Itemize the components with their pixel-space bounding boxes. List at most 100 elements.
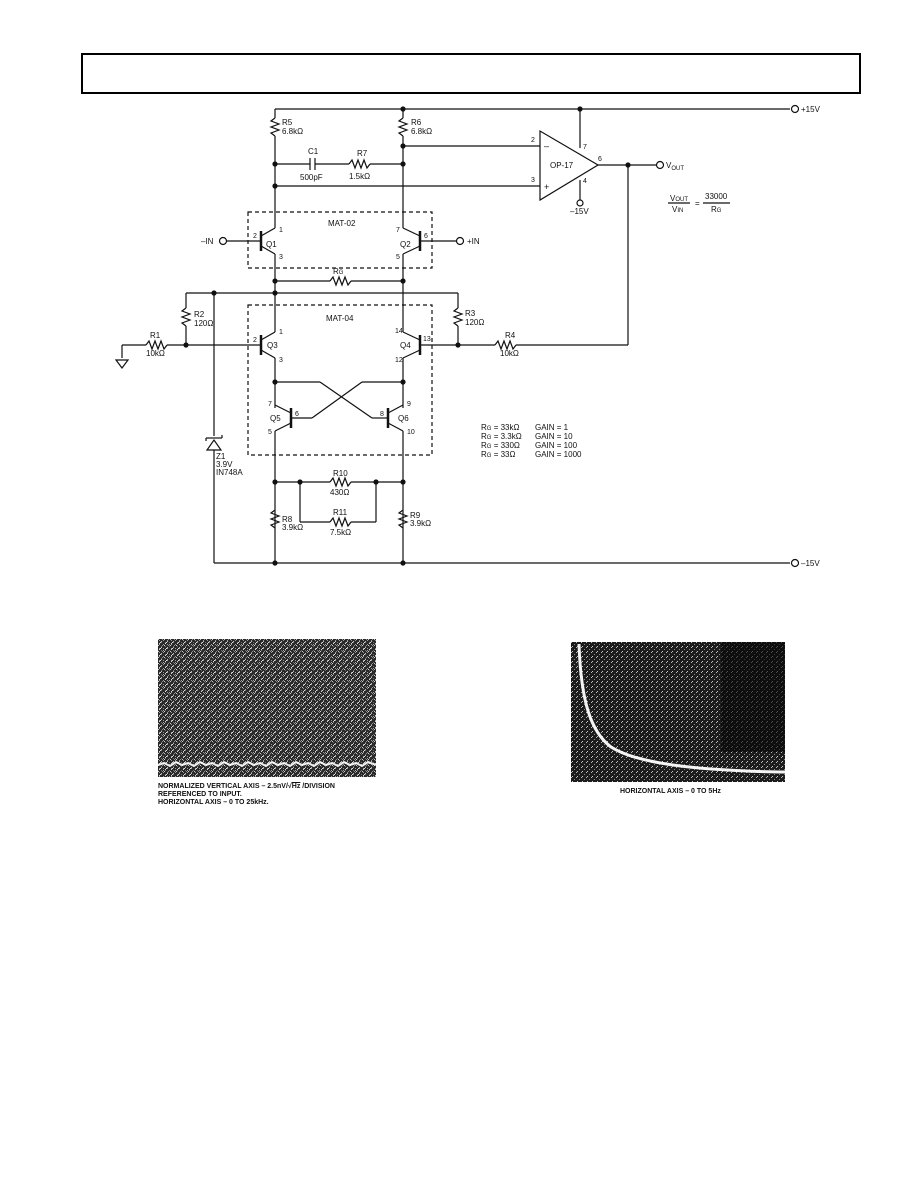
svg-text:IN748A: IN748A (216, 468, 243, 477)
resistor-r6: R6 6.8kΩ (397, 109, 432, 215)
svg-text:3: 3 (279, 254, 283, 261)
svg-text:3.9kΩ: 3.9kΩ (282, 523, 303, 532)
svg-text:120Ω: 120Ω (194, 319, 213, 328)
svg-text:3: 3 (531, 177, 535, 184)
svg-text:Q1: Q1 (266, 240, 277, 249)
svg-text:10kΩ: 10kΩ (500, 349, 519, 358)
svg-text:7: 7 (268, 401, 272, 408)
svg-text:GAIN = 1000: GAIN = 1000 (535, 450, 582, 459)
svg-text:–: – (544, 141, 549, 151)
svg-text:Q5: Q5 (270, 414, 281, 423)
resistor-r10-r11: R10 430Ω R11 7.5kΩ (272, 469, 406, 537)
resistor-r5: R5 6.8kΩ (269, 109, 303, 215)
svg-text:R5: R5 (282, 118, 293, 127)
resistor-r9: R9 3.9kΩ (397, 509, 431, 529)
svg-text:RG: RG (333, 267, 344, 276)
svg-text:10kΩ: 10kΩ (146, 349, 165, 358)
svg-text:6: 6 (295, 411, 299, 418)
resistor-r4: R4 10kΩ (494, 331, 628, 358)
svg-text:R8: R8 (282, 515, 293, 524)
svg-text:1: 1 (279, 329, 283, 336)
svg-text:2: 2 (253, 337, 257, 344)
svg-text:5: 5 (396, 254, 400, 261)
svg-text:Q2: Q2 (400, 240, 411, 249)
page-header-box (81, 53, 861, 94)
transistor-q5: Q5 7 6 5 (268, 401, 299, 563)
supply-pos-label: +15V (801, 105, 821, 114)
svg-text:–15V: –15V (570, 207, 589, 216)
svg-text:14: 14 (395, 328, 403, 335)
svg-text:6: 6 (598, 156, 602, 163)
svg-text:GAIN = 100: GAIN = 100 (535, 441, 578, 450)
svg-text:3.9V: 3.9V (216, 460, 233, 469)
negative-rail: –15V (214, 558, 820, 568)
drift-trace (577, 643, 785, 774)
mat04-box: MAT-04 (247, 304, 433, 456)
zener-z1: Z1 3.9V IN748A (205, 293, 243, 563)
svg-text:10: 10 (407, 429, 415, 436)
svg-text:7.5kΩ: 7.5kΩ (330, 528, 351, 537)
vout-label: VOUT (666, 161, 684, 172)
scope-photo-left (158, 639, 376, 777)
svg-text:6: 6 (424, 233, 428, 240)
svg-text:OP-17: OP-17 (550, 161, 574, 170)
svg-text:33000: 33000 (705, 192, 728, 201)
positive-rail: +15V (275, 104, 821, 148)
transistor-q4: Q4 14 13 12 (395, 328, 495, 408)
svg-text:–IN: –IN (201, 237, 214, 246)
svg-text:MAT-04: MAT-04 (326, 314, 354, 323)
gain-formula: VOUT VIN = 33000 RG (668, 192, 730, 214)
scope-left-caption-line1: NORMALIZED VERTICAL AXIS – 2.5nV/√Hz /DI… (158, 783, 335, 790)
svg-text:1: 1 (279, 227, 283, 234)
svg-text:2: 2 (253, 233, 257, 240)
svg-text:7: 7 (583, 144, 587, 151)
circuit-schematic: +15V R5 6.8kΩ R6 6.8kΩ C1 500pF R7 1.5kΩ (114, 104, 821, 568)
cross-coupling (272, 379, 406, 419)
svg-text:R7: R7 (357, 149, 368, 158)
resistor-r3: R3 120Ω (275, 292, 484, 345)
svg-text:Q4: Q4 (400, 341, 411, 350)
svg-text:RG: RG (711, 205, 722, 214)
svg-text:R3: R3 (465, 309, 476, 318)
svg-text:R11: R11 (333, 508, 348, 517)
scope-left-caption-line3: HORIZONTAL AXIS – 0 TO 25kHz. (158, 799, 269, 806)
svg-text:VIN: VIN (672, 205, 683, 214)
svg-text:7: 7 (396, 227, 400, 234)
svg-text:R9: R9 (410, 511, 421, 520)
resistor-r8: R8 3.9kΩ (269, 509, 303, 532)
resistor-r2: R2 120Ω (180, 290, 278, 345)
svg-text:RG = 3.3kΩ: RG = 3.3kΩ (481, 432, 522, 441)
svg-text:430Ω: 430Ω (330, 488, 349, 497)
svg-text:6.8kΩ: 6.8kΩ (411, 127, 432, 136)
svg-text:RG = 33Ω: RG = 33Ω (481, 450, 515, 459)
svg-text:3.9kΩ: 3.9kΩ (410, 519, 431, 528)
scope-left-caption-line2: REFERENCED TO INPUT. (158, 791, 242, 798)
svg-text:VOUT: VOUT (670, 194, 688, 203)
svg-text:6.8kΩ: 6.8kΩ (282, 127, 303, 136)
svg-text:3: 3 (279, 357, 283, 364)
svg-text:R10: R10 (333, 469, 348, 478)
noise-trace (158, 760, 376, 768)
svg-text:C1: C1 (308, 147, 319, 156)
opamp-op17: OP-17 – + 2 3 7 6 4 –15V VOUT (272, 129, 684, 345)
resistor-rg: RG (272, 267, 406, 287)
svg-text:120Ω: 120Ω (465, 318, 484, 327)
transistor-q2: +IN Q2 7 6 5 (396, 215, 480, 330)
svg-text:RG = 330Ω: RG = 330Ω (481, 441, 520, 450)
svg-text:8: 8 (380, 411, 384, 418)
svg-text:9: 9 (407, 401, 411, 408)
gain-table: RG = 33kΩ GAIN = 1 RG = 3.3kΩ GAIN = 10 … (481, 423, 582, 459)
scope-left-caption: NORMALIZED VERTICAL AXIS – 2.5nV/√Hz /DI… (158, 783, 398, 807)
svg-text:=: = (695, 199, 700, 208)
svg-text:500pF: 500pF (300, 173, 323, 182)
scope-photo-right (571, 642, 785, 782)
supply-neg-label: –15V (801, 559, 820, 568)
svg-text:Z1: Z1 (216, 452, 226, 461)
svg-text:+IN: +IN (467, 237, 480, 246)
svg-text:13: 13 (423, 336, 431, 343)
svg-text:R2: R2 (194, 310, 205, 319)
resistor-r1: R1 10kΩ (114, 331, 260, 369)
svg-text:+: + (544, 182, 549, 192)
svg-text:2: 2 (531, 137, 535, 144)
transistor-q6: Q6 8 9 10 (380, 401, 415, 563)
